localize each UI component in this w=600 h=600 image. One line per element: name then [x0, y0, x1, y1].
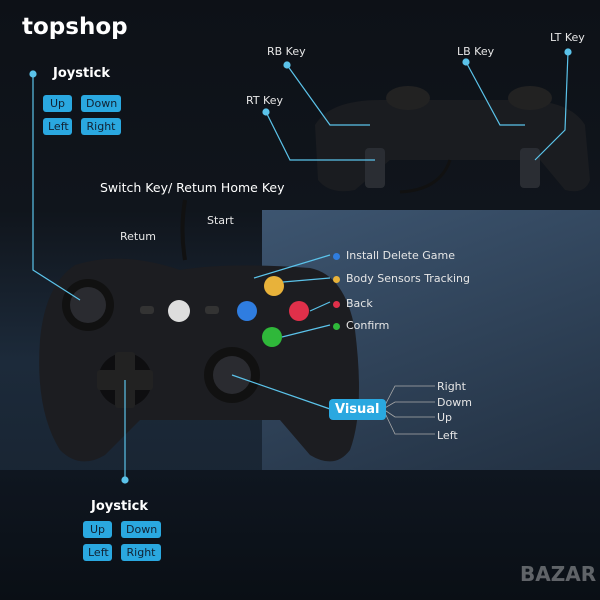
visual-badge: Visual — [329, 399, 386, 420]
red-dot-icon — [333, 300, 340, 308]
leader-lines — [29, 48, 572, 484]
lb-key-label: LB Key — [457, 45, 495, 58]
start-key-label: Start — [207, 214, 234, 227]
x-button-text: Install Delete Game — [346, 249, 455, 262]
top-joystick-right: Right — [81, 118, 121, 135]
visual-right: Right — [437, 380, 466, 393]
yellow-dot-icon — [333, 275, 340, 283]
top-joystick-title: Joystick — [53, 66, 111, 81]
green-dot-icon — [333, 322, 340, 330]
visual-down: Dowm — [437, 396, 472, 409]
bottom-joystick-up: Up — [83, 521, 112, 538]
switch-key-label: Switch Key/ Retum Home Key — [100, 180, 285, 195]
b-button-text: Back — [346, 297, 373, 310]
return-key-label: Retum — [120, 230, 156, 243]
rb-key-label: RB Key — [267, 45, 306, 58]
visual-left: Left — [437, 429, 458, 442]
top-joystick-down: Down — [81, 95, 121, 112]
top-joystick-up: Up — [43, 95, 72, 112]
x-button-label: Install Delete Game — [333, 249, 455, 262]
bottom-joystick-down: Down — [121, 521, 161, 538]
y-button-text: Body Sensors Tracking — [346, 272, 470, 285]
a-button-text: Confirm — [346, 319, 390, 332]
a-button-label: Confirm — [333, 319, 389, 332]
top-joystick-left: Left — [43, 118, 72, 135]
bottom-joystick-title: Joystick — [91, 499, 149, 514]
bottom-joystick-right: Right — [121, 544, 161, 561]
visual-up: Up — [437, 411, 453, 424]
rt-key-label: RT Key — [246, 94, 284, 107]
bottom-joystick-left: Left — [83, 544, 112, 561]
b-button-label: Back — [333, 297, 373, 310]
brand-logo: topshop — [22, 14, 128, 40]
blue-dot-icon — [333, 252, 340, 260]
lt-key-label: LT Key — [550, 31, 585, 44]
y-button-label: Body Sensors Tracking — [333, 272, 470, 285]
front-controller — [39, 199, 360, 462]
watermark-logo: BAZAR — [520, 562, 597, 586]
rear-controller — [315, 86, 590, 194]
